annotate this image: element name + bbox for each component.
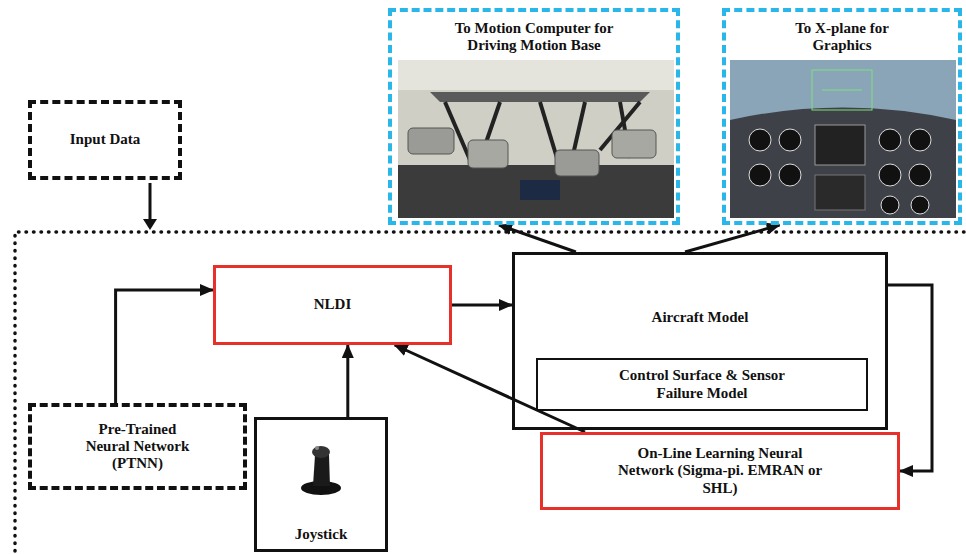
flow-arrow: [888, 285, 932, 471]
flow-arrow: [116, 290, 213, 403]
output-box: To X-plane for Graphics: [722, 8, 962, 225]
output-box: To Motion Computer for Driving Motion Ba…: [388, 8, 680, 225]
flow-arrow: [452, 304, 512, 307]
model-box: Aircraft ModelControl Surface & Sensor F…: [512, 252, 888, 430]
node-label: Input Data: [70, 131, 140, 148]
node-label: On-Line Learning Neural Network (Sigma-p…: [615, 445, 825, 497]
node-label: To Motion Computer for Driving Motion Ba…: [437, 20, 632, 55]
node-label: Aircraft Model: [652, 309, 749, 326]
cockpit-picture: [730, 60, 956, 218]
motion-base-photo: [398, 60, 674, 218]
flow-arrow: [685, 225, 780, 252]
input-arrowhead: [143, 219, 157, 230]
network-box: On-Line Learning Neural Network (Sigma-p…: [540, 432, 900, 510]
network-box: Pre-Trained Neural Network (PTNN): [28, 403, 247, 490]
node-label: Joystick: [295, 526, 348, 543]
submodel-box: Control Surface & Sensor Failure Model: [536, 358, 868, 411]
node-label: NLDI: [314, 296, 352, 313]
node-label: To X-plane for Graphics: [767, 20, 917, 55]
input-arrow: [149, 183, 152, 222]
controller-box: NLDI: [213, 265, 452, 345]
flow-arrow: [499, 225, 576, 252]
system-boundary: [15, 232, 964, 552]
joystick-icon: [301, 446, 341, 495]
input-device-box: Joystick: [254, 417, 388, 552]
flow-arrow: [346, 345, 349, 417]
node-label: Pre-Trained Neural Network (PTNN): [77, 421, 199, 473]
node-label: Control Surface & Sensor Failure Model: [602, 367, 802, 402]
input-box: Input Data: [28, 100, 182, 180]
